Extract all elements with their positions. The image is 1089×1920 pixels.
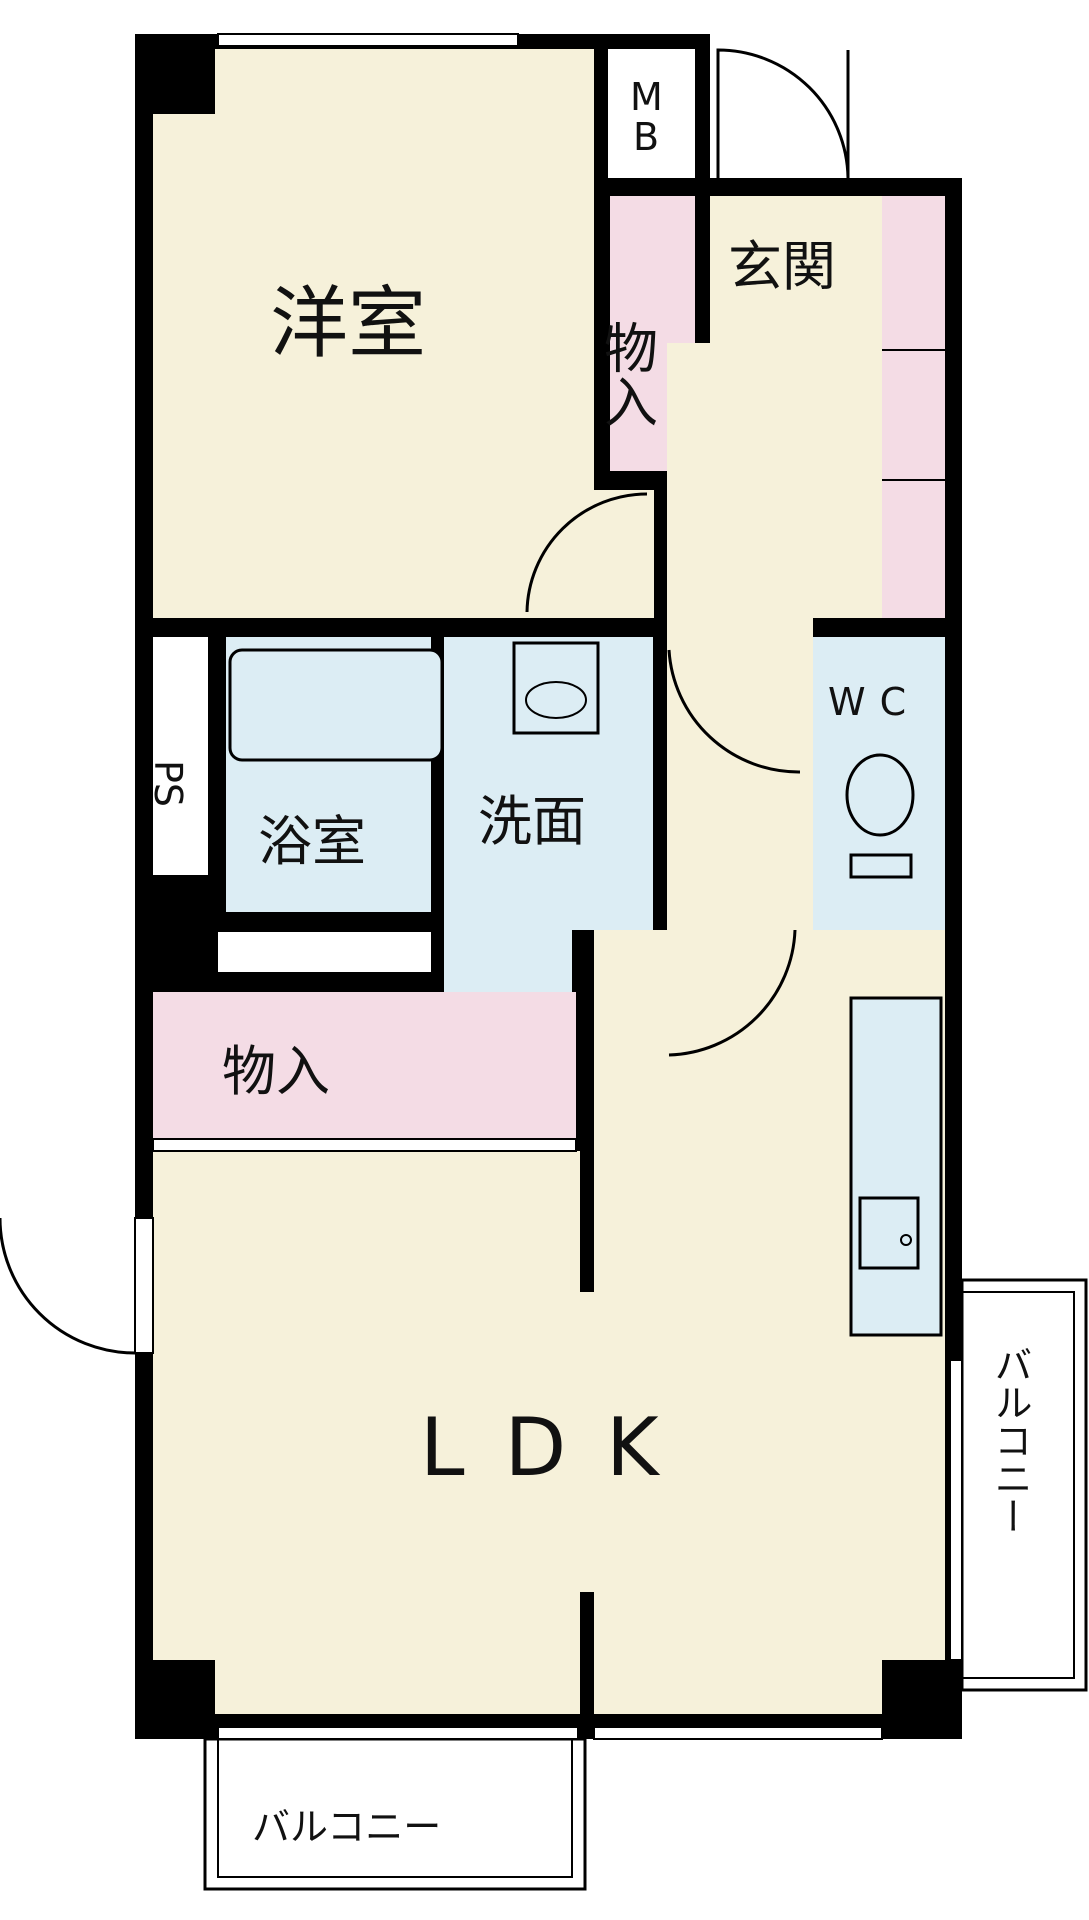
label-mb-m: M	[630, 75, 663, 119]
balcony-east	[960, 1278, 1088, 1692]
room-western	[153, 49, 594, 618]
label-western: 洋室	[270, 279, 426, 369]
room-mb	[608, 49, 695, 178]
label-entrance: 玄関	[728, 235, 836, 298]
room-entrance	[710, 196, 882, 343]
label-storage-upper: 物入	[595, 320, 658, 428]
hallway	[667, 343, 882, 618]
kitchen-counter	[849, 996, 943, 1337]
label-ps: PS	[146, 760, 190, 807]
room-storage-lower	[153, 992, 576, 1139]
room-ldk	[153, 1151, 945, 1714]
label-balcony-south: バルコニー	[252, 1805, 441, 1849]
label-mb-b: B	[633, 115, 659, 159]
toilet	[845, 753, 915, 837]
entrance-shelf	[882, 196, 945, 618]
balcony-south	[203, 1737, 587, 1891]
label-wc: WC	[828, 680, 920, 724]
label-bath: 浴室	[258, 810, 366, 873]
sink	[858, 1196, 920, 1270]
door-arcs	[0, 48, 850, 1355]
label-balcony-east: バルコニー	[988, 1345, 1032, 1535]
bathtub	[228, 648, 444, 762]
label-ldk: LDK	[420, 1401, 699, 1494]
washbasin	[512, 641, 600, 735]
label-storage-lower: 物入	[222, 1040, 330, 1103]
room-ps	[153, 637, 208, 875]
label-washroom: 洗面	[478, 790, 586, 853]
